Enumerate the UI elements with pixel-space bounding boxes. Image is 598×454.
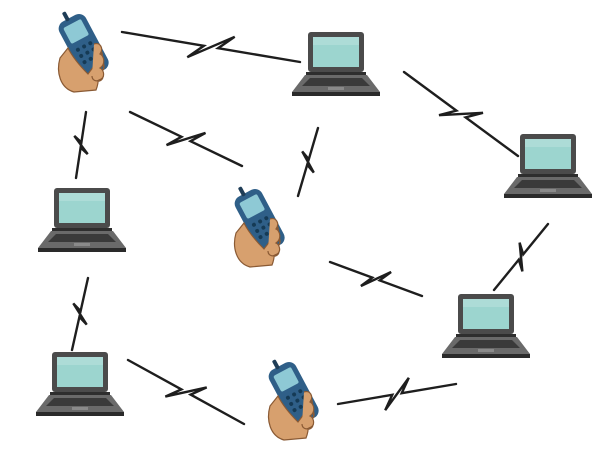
- phone-in-hand-icon: [262, 352, 321, 440]
- wireless-link-laptop-top-center-to-phone-center: [298, 128, 318, 196]
- wireless-link-laptop-top-center-to-laptop-right: [404, 72, 518, 156]
- wireless-link-phone-center-to-laptop-bottom-right: [330, 262, 422, 296]
- wireless-link-laptop-bottom-left-to-phone-bottom-center: [128, 360, 244, 424]
- phone-in-hand-icon: [228, 179, 287, 267]
- wireless-link-phone-top-left-to-laptop-left: [74, 112, 87, 178]
- laptop-icon: [36, 352, 124, 416]
- wireless-link-laptop-left-to-laptop-bottom-left: [72, 278, 88, 350]
- laptop-icon: [38, 188, 126, 252]
- wireless-link-laptop-right-to-laptop-bottom-right: [494, 224, 548, 290]
- phone-in-hand-icon: [52, 4, 111, 92]
- wireless-link-phone-top-left-to-laptop-top-center: [122, 32, 300, 62]
- laptop-icon: [504, 134, 592, 198]
- wireless-link-phone-bottom-center-to-laptop-bottom-right: [338, 378, 456, 410]
- wireless-link-phone-top-left-to-phone-center: [130, 112, 242, 166]
- laptop-icon: [292, 32, 380, 96]
- nodes-layer: [36, 4, 592, 440]
- laptop-icon: [442, 294, 530, 358]
